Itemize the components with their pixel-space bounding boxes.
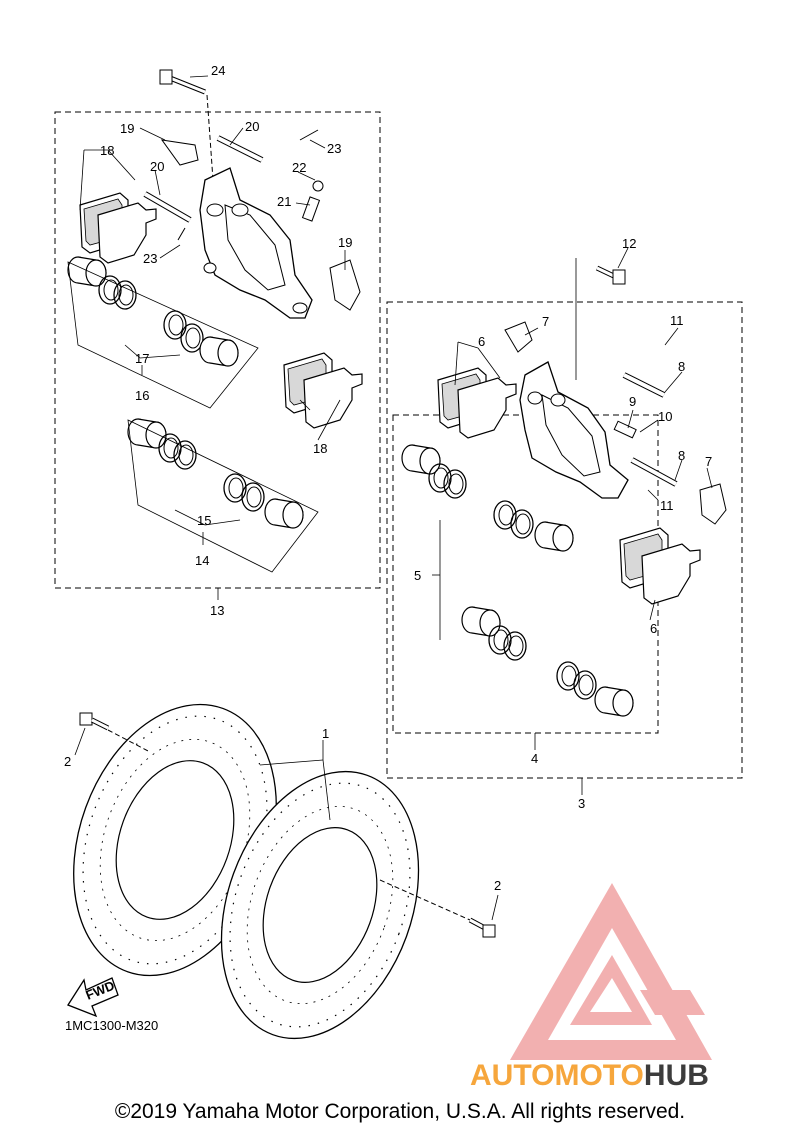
- watermark-brand-part2: HUB: [644, 1059, 709, 1092]
- fwd-arrow-icon: FWD: [67, 977, 119, 1018]
- disc-bolt-2-right: [379, 879, 496, 938]
- callout: 2: [64, 754, 71, 769]
- copyright-notice: ©2019 Yamaha Motor Corporation, U.S.A. A…: [114, 1100, 686, 1123]
- pad-spring-7-lower: [699, 483, 727, 525]
- brake-pad-18-lower-back: [303, 367, 363, 429]
- callout: 19: [120, 121, 134, 136]
- callout: 2: [494, 878, 501, 893]
- leader-lines: [74, 75, 713, 921]
- pin-8-upper: [622, 372, 666, 398]
- callout: 12: [622, 236, 636, 251]
- callout: 24: [211, 63, 225, 78]
- bleeder-valve-right: [613, 420, 637, 439]
- callout: 13: [210, 603, 224, 618]
- callout: 4: [531, 751, 538, 766]
- pin-20-upper: [216, 135, 264, 163]
- pin-8-lower: [630, 457, 678, 487]
- pad-spring-7-upper: [504, 321, 533, 353]
- bleeder-valve: [301, 180, 324, 222]
- callout: 10: [658, 409, 672, 424]
- callout: 6: [650, 621, 657, 636]
- callout: 16: [135, 388, 149, 403]
- brake-pad-6-upper-back: [457, 377, 517, 439]
- clip-23-upper: [299, 129, 319, 141]
- watermark-brand-part1: AUTOMOTO: [470, 1059, 644, 1092]
- callout-labels: 1 2 2 3 4 5 6 6 7 7 8 8 9 10 11 11 12 13…: [64, 63, 712, 893]
- bolt-24: [159, 69, 214, 181]
- callout: 20: [245, 119, 259, 134]
- bolt-12: [595, 265, 626, 285]
- callout: 20: [150, 159, 164, 174]
- callout: 6: [478, 334, 485, 349]
- callout: 17: [135, 351, 149, 366]
- callout: 8: [678, 359, 685, 374]
- brake-pad-6-lower-back: [641, 543, 701, 605]
- right-caliper-assembly: [386, 265, 743, 779]
- callout: 7: [542, 314, 549, 329]
- callout: 14: [195, 553, 209, 568]
- callout: 23: [143, 251, 157, 266]
- pad-spring-19-lower: [329, 259, 361, 311]
- callout: 22: [292, 160, 306, 175]
- callout: 18: [313, 441, 327, 456]
- callout: 15: [197, 513, 211, 528]
- callout: 8: [678, 448, 685, 463]
- left-caliper-assembly: [54, 69, 381, 589]
- callout: 11: [670, 313, 684, 328]
- left-caliper-body: [199, 167, 313, 319]
- callout: 23: [327, 141, 341, 156]
- watermark-brand: AUTOMOTOHUB: [470, 1059, 709, 1092]
- pad-spring-19-upper: [160, 139, 199, 166]
- callout: 3: [578, 796, 585, 811]
- disc-bolt-2-left: [79, 712, 151, 753]
- callout: 18: [100, 143, 114, 158]
- callout: 7: [705, 454, 712, 469]
- callout: 1: [322, 726, 329, 741]
- callout: 21: [277, 194, 291, 209]
- automotohub-logo: [510, 883, 712, 1060]
- diagram-code: 1MC1300-M320: [65, 1018, 158, 1033]
- clip-23-lower: [177, 227, 186, 241]
- brake-disc-right: [220, 770, 420, 1040]
- right-caliper-body: [519, 361, 629, 499]
- pin-20-lower: [143, 191, 192, 223]
- callout: 5: [414, 568, 421, 583]
- seal-kit-16: [67, 256, 259, 409]
- seal-kit-14: [127, 418, 319, 573]
- callout: 19: [338, 235, 352, 250]
- callout: 9: [629, 394, 636, 409]
- callout: 11: [660, 498, 674, 513]
